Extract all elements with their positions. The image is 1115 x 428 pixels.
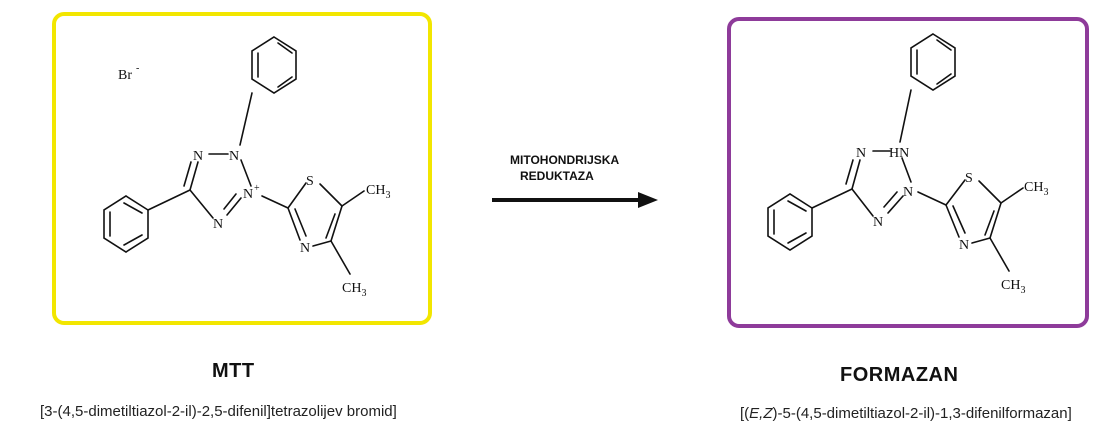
formazan-bond <box>899 89 912 143</box>
mtt-bond <box>330 240 351 275</box>
formazan-phenyl-left <box>767 193 813 251</box>
mtt-n3-plus: N <box>243 187 253 202</box>
formazan-bond <box>989 237 1010 272</box>
mtt-n2: N <box>229 149 239 164</box>
formazan-title: FORMAZAN <box>840 364 959 386</box>
enzyme-label: MITOHONDRIJSKA REDUKTAZA <box>510 152 619 184</box>
mtt-methyl-1: CH3 <box>366 183 390 201</box>
formazan-bond <box>1000 187 1024 204</box>
formazan-ring <box>845 150 912 217</box>
bromide-label: Br <box>118 68 132 83</box>
enzyme-label-line1: MITOHONDRIJSKA <box>510 153 620 167</box>
mtt-title: MTT <box>212 360 255 382</box>
formazan-bond <box>917 191 947 206</box>
formazan-thiazole-n: N <box>959 238 969 253</box>
formazan-n4: N <box>873 215 883 230</box>
mtt-n4: N <box>213 217 223 232</box>
mtt-tetrazolium-ring <box>183 153 252 219</box>
mtt-plus-charge: + <box>254 183 260 194</box>
formazan-methyl-1: CH3 <box>1024 180 1048 198</box>
mtt-thiazole-n: N <box>300 241 310 256</box>
formazan-thiazole-ring <box>945 179 1002 244</box>
formazan-n3: N <box>903 185 913 200</box>
mtt-bond <box>261 195 289 209</box>
mtt-bond <box>239 92 253 146</box>
mtt-sulfur: S <box>306 174 314 189</box>
formazan-sulfur: S <box>965 171 973 186</box>
formazan-hn: HN <box>889 146 909 161</box>
mtt-phenyl-left <box>103 195 149 253</box>
mtt-structure-frame <box>52 12 432 325</box>
mtt-bond <box>147 189 191 211</box>
formazan-structure-frame <box>727 17 1089 328</box>
mtt-methyl-2: CH3 <box>342 281 366 299</box>
formazan-iupac-name: [(E,Z)-5-(4,5-dimetiltiazol-2-il)-1,3-di… <box>740 405 1072 422</box>
enzyme-label-line2: REDUKTAZA <box>520 169 594 183</box>
mtt-phenyl-top <box>251 36 297 94</box>
reaction-arrow <box>492 192 658 208</box>
mtt-bond <box>341 190 365 207</box>
bromide-charge: - <box>136 63 139 74</box>
formazan-n1: N <box>856 146 866 161</box>
mtt-thiazole-ring <box>287 182 343 247</box>
mtt-n1: N <box>193 149 203 164</box>
mtt-iupac-name: [3-(4,5-dimetiltiazol-2-il)-2,5-difenil]… <box>40 403 397 420</box>
formazan-phenyl-top <box>910 33 956 91</box>
formazan-methyl-2: CH3 <box>1001 278 1025 296</box>
formazan-bond <box>811 188 853 209</box>
